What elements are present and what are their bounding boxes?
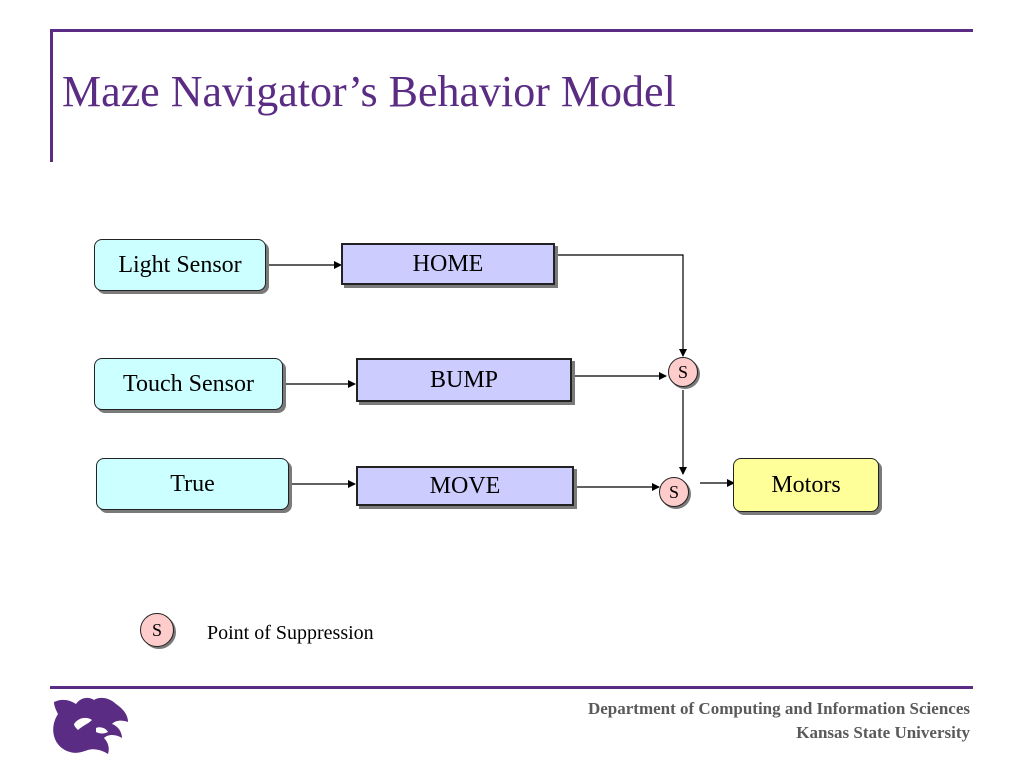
footer-department: Department of Computing and Information …: [587, 699, 970, 718]
true-sensor-label: True: [170, 470, 215, 497]
home-behavior-box: HOME: [341, 243, 555, 285]
touch-sensor-label: Touch Sensor: [123, 370, 254, 397]
home-behavior-label: HOME: [412, 250, 484, 277]
slide-title: Maze Navigator’s Behavior Model: [62, 67, 676, 116]
move-behavior-label: MOVE: [429, 472, 501, 499]
legend-text: Point of Suppression: [207, 622, 374, 644]
motors-box: Motors: [733, 458, 879, 512]
top-rule: [50, 29, 973, 32]
footer-university: Kansas State University: [796, 723, 970, 742]
bump-behavior-label: BUMP: [429, 366, 499, 393]
light-sensor-label: Light Sensor: [118, 251, 242, 278]
suppression-node-1-label: S: [677, 361, 688, 382]
bottom-rule: [50, 686, 973, 689]
wire-home-to-suppression-1: [555, 254, 687, 357]
true-sensor-box: True: [96, 458, 289, 510]
left-rule: [50, 29, 53, 162]
suppression-node-2: S: [659, 477, 689, 507]
legend-symbol-label: S: [151, 619, 162, 640]
wildcat-logo-icon: [53, 697, 128, 754]
move-behavior-box: MOVE: [356, 466, 574, 506]
legend-suppression-symbol: S: [140, 613, 174, 647]
suppression-node-2-label: S: [668, 481, 679, 502]
touch-sensor-box: Touch Sensor: [94, 358, 283, 410]
motors-label: Motors: [771, 471, 841, 498]
suppression-node-1: S: [668, 357, 698, 387]
footer: Department of Computing and Information …: [588, 697, 970, 745]
light-sensor-box: Light Sensor: [94, 239, 266, 291]
bump-behavior-box: BUMP: [356, 358, 572, 402]
